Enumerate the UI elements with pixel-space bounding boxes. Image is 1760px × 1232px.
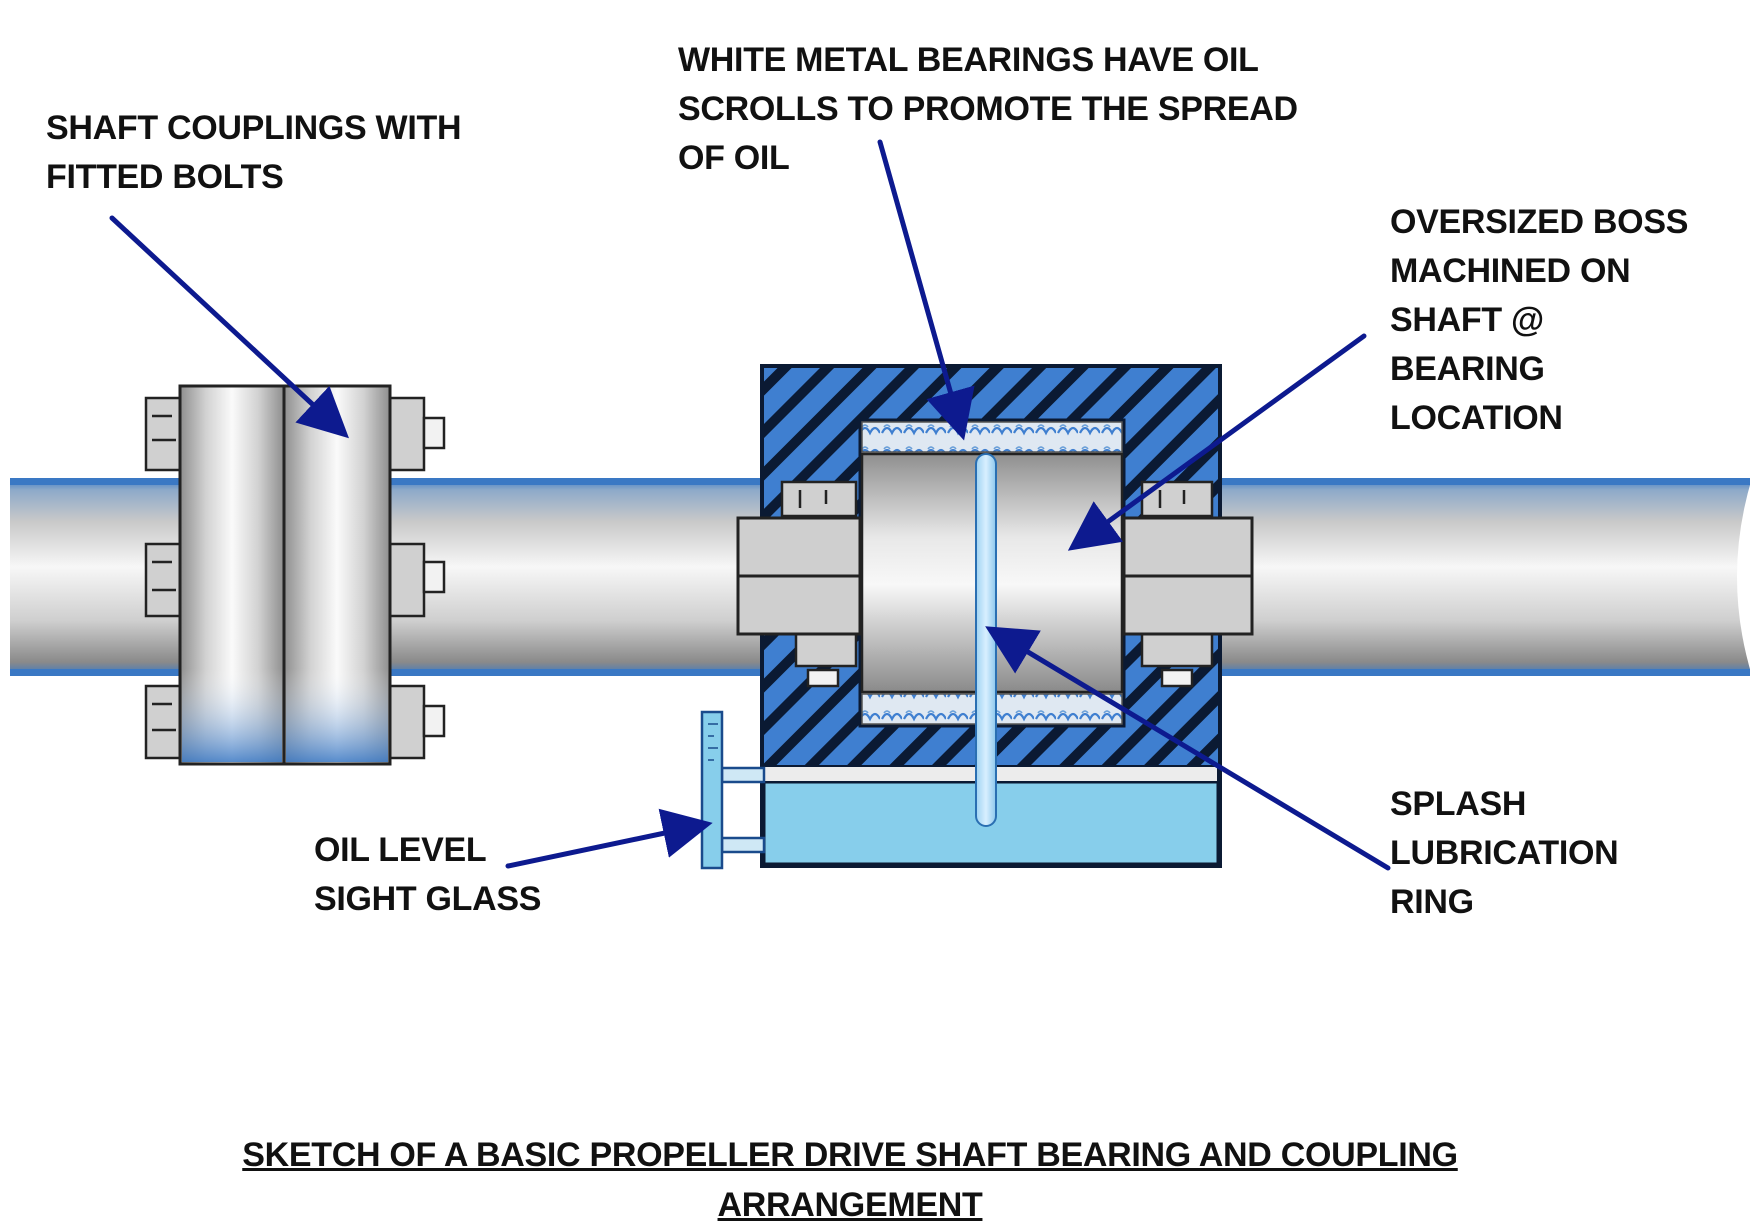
shaft-seal-left (736, 516, 862, 636)
arrow-bearings (877, 139, 975, 441)
oil-level-sight-glass (700, 710, 766, 870)
label-shaft-couplings: SHAFT COUPLINGS WITH FITTED BOLTS (46, 109, 462, 196)
label-white-metal-bearings: WHITE METAL BEARINGS HAVE OIL SCROLLS TO… (678, 41, 1298, 177)
arrow-splash-ring (985, 626, 1391, 871)
splash-lubrication-ring (975, 453, 997, 827)
leader-arrows (109, 139, 1391, 871)
bearing-housing (736, 364, 1254, 868)
shaft-seal-right (1122, 516, 1254, 636)
white-metal-bearing-top (861, 421, 1123, 453)
shaft-coupling (144, 384, 446, 766)
label-oversized-boss: OVERSIZED BOSS MACHINED ON SHAFT @ BEARI… (1390, 203, 1689, 437)
diagram-title: SKETCH OF A BASIC PROPELLER DRIVE SHAFT … (242, 1136, 1458, 1224)
arrow-couplings (109, 215, 349, 439)
coupling-bolts (144, 396, 446, 760)
label-oil-level-sight-glass: OIL LEVEL SIGHT GLASS (314, 831, 542, 918)
seal-bolts (780, 480, 1214, 688)
arrow-sight-glass (505, 808, 713, 869)
label-splash-lubrication-ring: SPLASH LUBRICATION RING (1390, 785, 1619, 921)
arrow-boss (1067, 333, 1367, 551)
